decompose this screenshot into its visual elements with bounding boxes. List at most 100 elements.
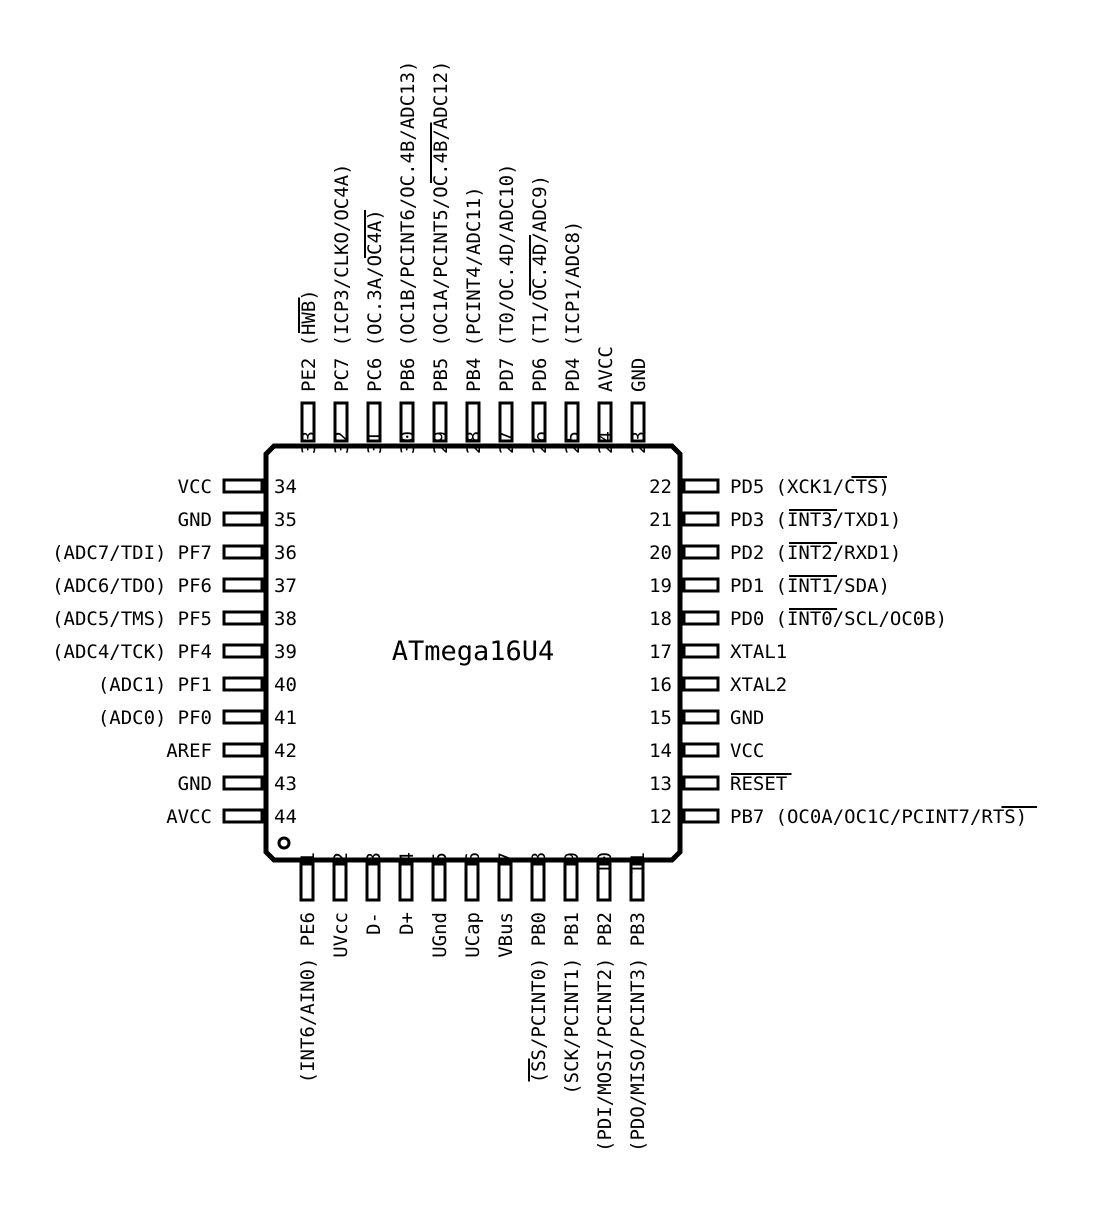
pin-function: (HWB) [298, 289, 320, 346]
pin-lead [299, 862, 315, 902]
pin-function: (OC.3A/OC4A) [364, 209, 386, 346]
pin-function: (PCINT4/ADC11) [463, 186, 485, 346]
pin-function: (OC1A/PCINT5/OC.4B/ADC12) [430, 61, 452, 347]
pin-name: PC6 [364, 358, 386, 392]
pin-lead [596, 862, 612, 902]
pin-function: (INT3/TXD1) [776, 509, 902, 531]
pin-function: (ADC7/TDI) [52, 542, 166, 564]
pin-number: 23 [628, 431, 650, 454]
pin-lead [300, 401, 316, 443]
pin-name: PD7 [496, 358, 518, 392]
pin-name: D- [363, 912, 385, 935]
pin-name: UVcc [330, 912, 352, 958]
pin-lead [682, 643, 720, 659]
pin-name: PF6 [178, 575, 212, 597]
pin-number: 32 [331, 431, 353, 454]
pin-lead [222, 610, 264, 626]
pin-name: PB0 [528, 912, 550, 946]
pin-number: 1 [297, 852, 319, 863]
pin-lead [222, 775, 264, 791]
pin-number: 25 [562, 431, 584, 454]
pin-function: (PDI/MOSI/PCINT2) [594, 958, 616, 1152]
pin-name: VCC [730, 740, 764, 762]
pin-function: (ICP1/ADC8) [562, 221, 584, 347]
pin-lead [222, 511, 264, 527]
pin-name: PB4 [463, 358, 485, 392]
pin-lead [398, 862, 414, 902]
pin-name: AVCC [166, 806, 212, 828]
pin-function: (T1/OC.4D/ADC9) [529, 175, 551, 347]
pin-name: PB1 [561, 912, 583, 946]
pin-3: 3D- [363, 852, 385, 935]
pin-function: (ADC4/TCK) [52, 641, 166, 663]
pin-name: PF1 [178, 674, 212, 696]
pin-name: PB6 [397, 358, 419, 392]
pin-number: 34 [274, 476, 297, 498]
pin-name: XTAL2 [730, 674, 787, 696]
pin-number: 36 [274, 542, 297, 564]
pin-name: PF5 [178, 608, 212, 630]
pin-lead [222, 577, 264, 593]
pin-number: 2 [330, 852, 352, 863]
pin-number: 16 [649, 674, 672, 696]
pin-name: PD3 [730, 509, 764, 531]
pin-lead [333, 401, 349, 443]
chip-name: ATmega16U4 [392, 636, 555, 667]
pin-lead [530, 862, 546, 902]
chip-body [263, 443, 683, 863]
pin-lead [332, 862, 348, 902]
pin-lead [222, 709, 264, 725]
pin-function: (ICP3/CLKO/OC4A) [331, 163, 353, 346]
pin-number: 39 [274, 641, 297, 663]
pin-function: (ADC6/TDO) [52, 575, 166, 597]
pin-lead [222, 676, 264, 692]
pin-number: 43 [274, 773, 297, 795]
pin-number: 27 [496, 431, 518, 454]
pin-number: 4 [396, 852, 418, 863]
pin-number: 9 [561, 852, 583, 863]
pin-lead [222, 478, 264, 494]
pin-name: GND [730, 707, 764, 729]
pin-number: 35 [274, 509, 297, 531]
pin-lead [222, 643, 264, 659]
pin-number: 7 [495, 852, 517, 863]
pin-lead [682, 478, 720, 494]
pin-number: 10 [594, 852, 616, 875]
pin-function: (INT1/SDA) [776, 575, 890, 597]
pin-number: 6 [462, 852, 484, 863]
pin-number: 30 [397, 431, 419, 454]
pin-name: PF4 [178, 641, 212, 663]
pin-function: (OC0A/OC1C/PCINT7/RTS) [776, 806, 1028, 828]
pin-name: PB7 [730, 806, 764, 828]
pin-function: (ADC0) [98, 707, 167, 729]
pin-name: XTAL1 [730, 641, 787, 663]
pin-name: VCC [178, 476, 212, 498]
pin-lead [682, 544, 720, 560]
pin-lead [629, 862, 645, 902]
pin-name: PE2 [298, 358, 320, 392]
pin-name: PD2 [730, 542, 764, 564]
